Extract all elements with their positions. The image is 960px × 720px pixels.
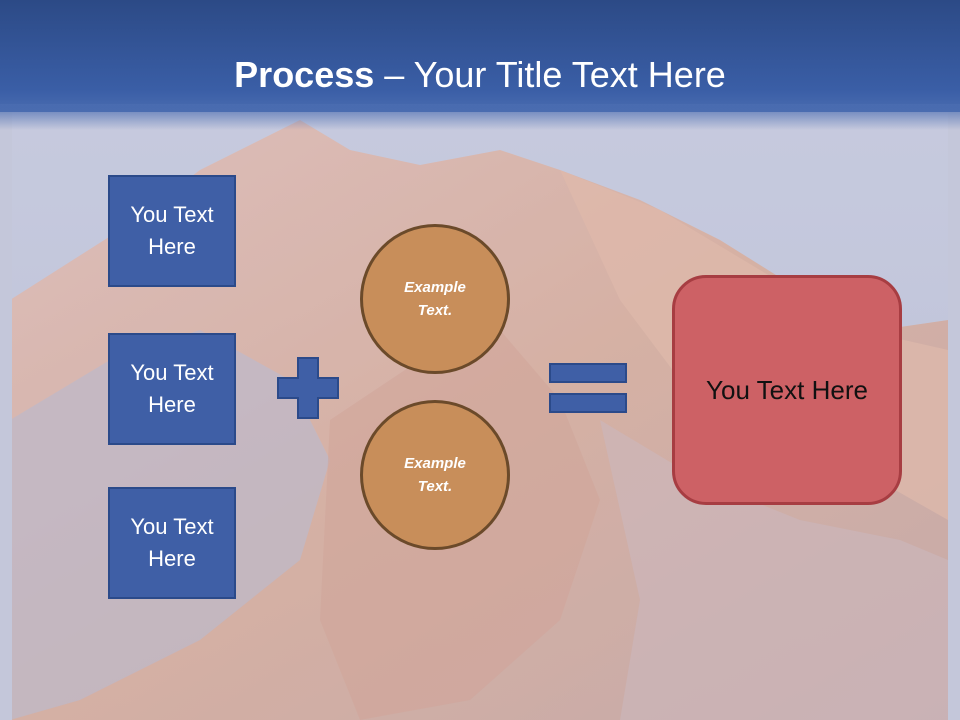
result-box-label: You Text Here [706,374,868,405]
example-circle-1-label: Example Text. [404,279,466,319]
result-box[interactable]: You Text Here [672,275,902,505]
example-circle-2[interactable]: Example Text. [360,400,510,550]
example-circle-2-label: Example Text. [404,455,466,495]
plus-icon[interactable] [276,356,340,420]
title-bar [0,0,960,112]
input-box-1[interactable]: You Text Here [108,175,236,287]
example-circle-1[interactable]: Example Text. [360,224,510,374]
input-box-2-label: You Text Here [130,360,214,417]
slide-title[interactable]: Process – Your Title Text Here [0,50,960,100]
input-box-1-label: You Text Here [130,202,214,259]
title-bar-fade [0,104,960,130]
input-box-3-label: You Text Here [130,514,214,571]
slide-title-rest: – Your Title Text Here [374,54,726,95]
input-box-3[interactable]: You Text Here [108,487,236,599]
slide-title-bold: Process [234,54,375,95]
input-box-2[interactable]: You Text Here [108,333,236,445]
equals-icon[interactable] [548,362,628,414]
